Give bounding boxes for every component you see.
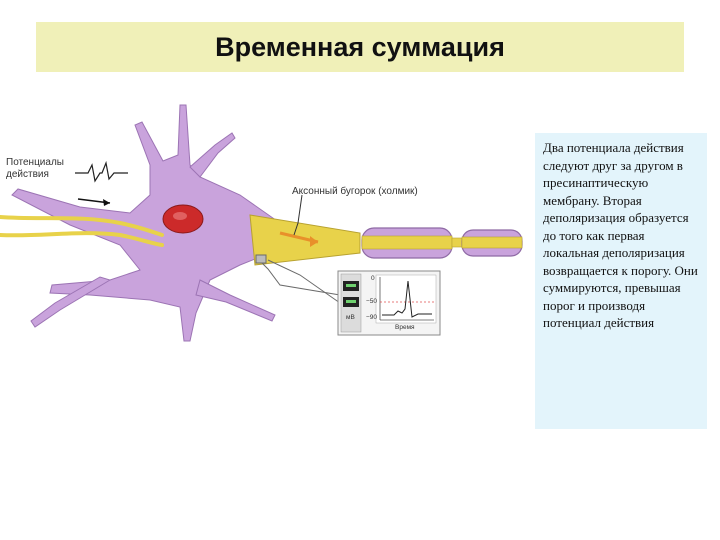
electrode-wires	[255, 254, 341, 304]
neuron-cell	[11, 104, 286, 342]
action-potentials-label: Потенциалы действия	[6, 157, 64, 180]
oscilloscope-trace	[382, 280, 432, 318]
axon	[249, 214, 523, 266]
title-bar: Временная суммация	[36, 22, 684, 72]
description-text: Два потенциала действия следуют друг за …	[543, 140, 698, 330]
neuron-figure: Потенциалы действия Аксонный бугорок (хо…	[0, 95, 535, 355]
presynaptic-axons	[0, 215, 164, 247]
description-box: Два потенциала действия следуют друг за …	[535, 133, 707, 429]
scope-unit-label: мВ	[346, 314, 355, 321]
oscilloscope	[337, 270, 441, 336]
neuron-illustration	[0, 104, 523, 342]
scope-tick-0: 0	[371, 275, 375, 282]
hillock-pointer	[293, 194, 303, 236]
scope-time-label: Время	[395, 324, 415, 331]
slide-title: Временная суммация	[215, 31, 505, 62]
action-potential-trace	[75, 160, 128, 183]
scope-tick-minus90: −90	[366, 314, 378, 321]
axon-hillock-label: Аксонный бугорок (холмик)	[292, 186, 418, 197]
scope-tick-minus50: −50	[366, 298, 378, 305]
